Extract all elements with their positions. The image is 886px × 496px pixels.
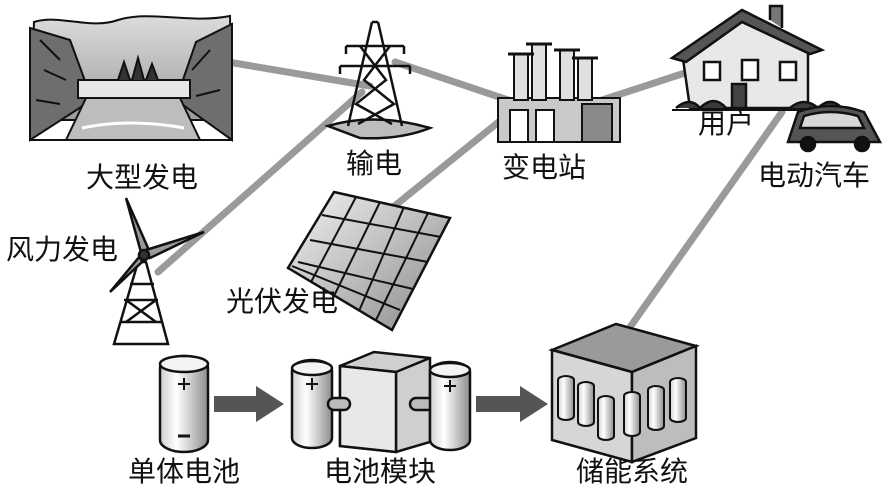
battery-module-icon	[290, 350, 472, 454]
battery-cell-icon	[158, 354, 210, 454]
arrow-module-to-storage	[476, 386, 548, 422]
line-dam-to-tower	[224, 58, 374, 90]
arrow-cell-to-module	[214, 386, 284, 422]
house-icon	[669, 4, 846, 111]
line-wind-to-tower	[154, 88, 366, 276]
label-large-generation: 大型发电	[86, 161, 199, 194]
label-electric-vehicle: 电动汽车	[758, 159, 871, 192]
label-wind-generation: 风力发电	[6, 233, 119, 266]
line-solar-to-substation	[388, 112, 510, 212]
solar-panel-icon	[286, 190, 452, 332]
substation-icon	[497, 42, 621, 143]
flow-arrows	[214, 386, 548, 422]
label-single-cell: 单体电池	[128, 455, 241, 488]
car-icon	[786, 104, 883, 153]
line-storage-to-user	[624, 108, 786, 334]
label-user: 用户	[698, 107, 755, 140]
wind-turbine-icon	[109, 197, 205, 346]
label-storage-system: 储能系统	[576, 455, 689, 488]
label-battery-module: 电池模块	[324, 455, 437, 488]
storage-cabinet-icon	[548, 322, 700, 464]
label-transmission: 输电	[346, 147, 403, 180]
transmission-tower-icon	[324, 20, 434, 140]
label-pv-generation: 光伏发电	[226, 285, 339, 318]
label-substation: 变电站	[502, 151, 587, 184]
hydro-dam-icon	[28, 14, 234, 142]
